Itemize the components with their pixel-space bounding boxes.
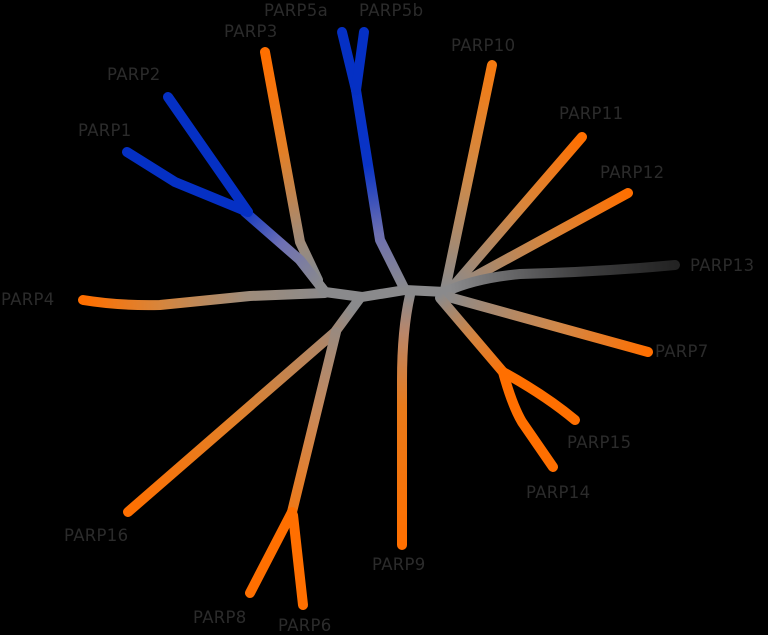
branch-parp6 bbox=[288, 510, 308, 610]
branch-parp16 bbox=[123, 293, 365, 517]
label-parp14: PARP14 bbox=[526, 483, 591, 502]
label-parp5b: PARP5b bbox=[359, 1, 424, 20]
branch-parp3 bbox=[260, 47, 323, 285]
branch-parp12 bbox=[445, 188, 633, 295]
label-parp16: PARP16 bbox=[64, 526, 129, 545]
label-parp6: PARP6 bbox=[278, 616, 332, 635]
label-parp13: PARP13 bbox=[690, 256, 755, 275]
branch-parp9 bbox=[397, 290, 415, 550]
branch-parp5-stem bbox=[351, 85, 410, 295]
branch-parp4 bbox=[78, 288, 330, 311]
branch-parp6-parp8-stem bbox=[287, 327, 341, 517]
branch-parp14-parp15-stem bbox=[435, 293, 508, 377]
label-parp12: PARP12 bbox=[600, 163, 665, 182]
branch-parp8 bbox=[245, 507, 297, 598]
label-parp9: PARP9 bbox=[372, 555, 426, 574]
label-parp10: PARP10 bbox=[451, 36, 516, 55]
branch-parp10 bbox=[440, 60, 497, 295]
label-parp7: PARP7 bbox=[655, 342, 709, 361]
branch-parp11 bbox=[445, 132, 587, 295]
label-parp4: PARP4 bbox=[1, 290, 55, 309]
label-parp8: PARP8 bbox=[193, 608, 247, 627]
label-parp3: PARP3 bbox=[224, 22, 278, 41]
label-parp15: PARP15 bbox=[567, 433, 632, 452]
branch-parp1 bbox=[122, 147, 253, 217]
label-parp2: PARP2 bbox=[107, 65, 161, 84]
branch-parp7 bbox=[440, 291, 653, 357]
branch-parp15 bbox=[498, 367, 580, 425]
label-parp5a: PARP5a bbox=[264, 1, 329, 20]
branch-parp14 bbox=[498, 367, 558, 472]
label-parp1: PARP1 bbox=[78, 121, 132, 140]
branch-parp13 bbox=[440, 260, 680, 297]
branch-parp2 bbox=[163, 92, 253, 217]
branch-parp5b bbox=[351, 27, 369, 95]
label-parp11: PARP11 bbox=[559, 104, 624, 123]
branch-parp1-parp2-stem bbox=[240, 207, 330, 297]
